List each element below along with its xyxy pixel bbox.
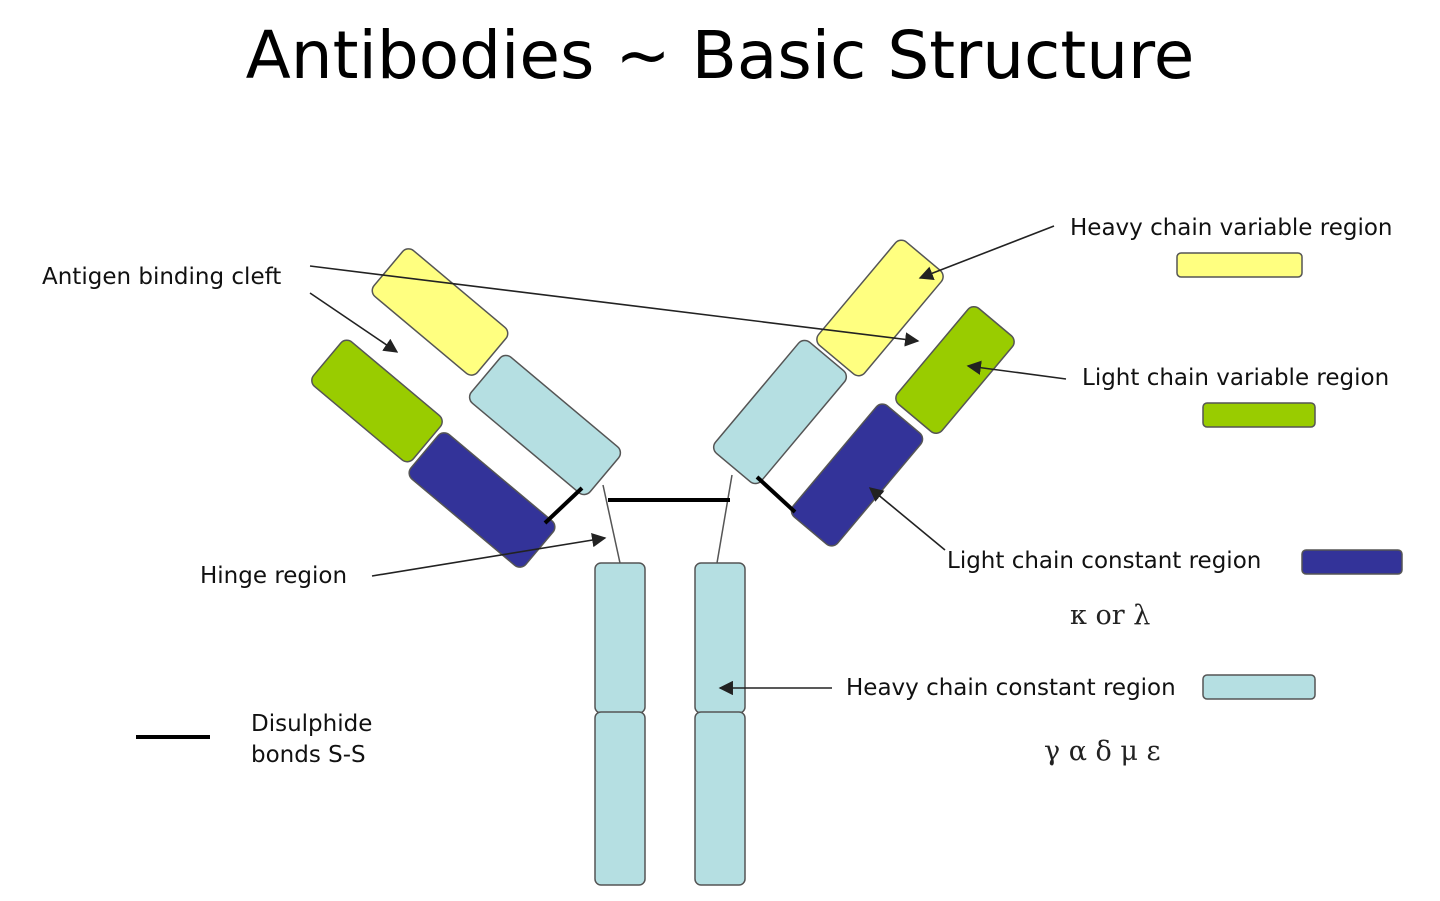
right-stem-upper-segment [694, 562, 746, 714]
left-stem-lower-segment [594, 711, 646, 886]
heavy-variable-pointer [918, 225, 1055, 281]
right-heavy-variable-segment [816, 239, 944, 377]
right-stem-lower-segment [694, 711, 746, 886]
left-heavy-constant-segment [468, 354, 622, 496]
hinge-region-pointer [371, 532, 607, 577]
heavy-chain-variable-label: Heavy chain variable region [1070, 215, 1393, 241]
antigen-binding-cleft-label: Antigen binding cleft [42, 264, 281, 290]
left-hinge-line [602, 484, 621, 564]
right-heavy-light-disulphide-bond [755, 475, 797, 514]
left-heavy-chain [371, 248, 622, 496]
heavy-chain-constant-label: Heavy chain constant region [846, 675, 1176, 701]
right-heavy-constant-segment [712, 339, 848, 485]
light-chain-types-label: κ or λ [1070, 600, 1150, 631]
disulphide-label-line2: bonds S-S [251, 742, 366, 768]
hinge-region-label: Hinge region [200, 563, 347, 589]
right-light-variable-segment [895, 306, 1015, 434]
left-stem-upper-segment [594, 562, 646, 714]
light-constant-pointer [868, 487, 946, 551]
heavy-chain-types-label: γ α δ μ ε [1044, 736, 1161, 767]
disulphide-label-line1: Disulphide [251, 711, 372, 737]
left-heavy-light-disulphide-bond [543, 486, 584, 525]
light-chain-variable-label: Light chain variable region [1082, 365, 1389, 391]
right-stem-heavy-chain [694, 562, 746, 886]
legend-swatch-heavy-variable [1176, 252, 1303, 278]
antigen-cleft-pointer-right [309, 265, 920, 347]
left-heavy-variable-segment [371, 248, 509, 376]
right-hinge-line [716, 474, 733, 564]
right-heavy-chain [712, 239, 944, 485]
left-light-variable-segment [311, 339, 443, 463]
light-variable-pointer [966, 360, 1067, 380]
page-title: Antibodies ~ Basic Structure [246, 17, 1195, 94]
legend-swatch-light-constant [1301, 549, 1403, 575]
light-chain-constant-label: Light chain constant region [947, 548, 1261, 574]
right-light-chain [790, 306, 1015, 547]
left-stem-heavy-chain [594, 562, 646, 886]
legend-swatch-heavy-constant [1202, 674, 1316, 700]
legend-swatch-light-variable [1202, 402, 1316, 428]
antigen-cleft-pointer-left [309, 292, 399, 353]
